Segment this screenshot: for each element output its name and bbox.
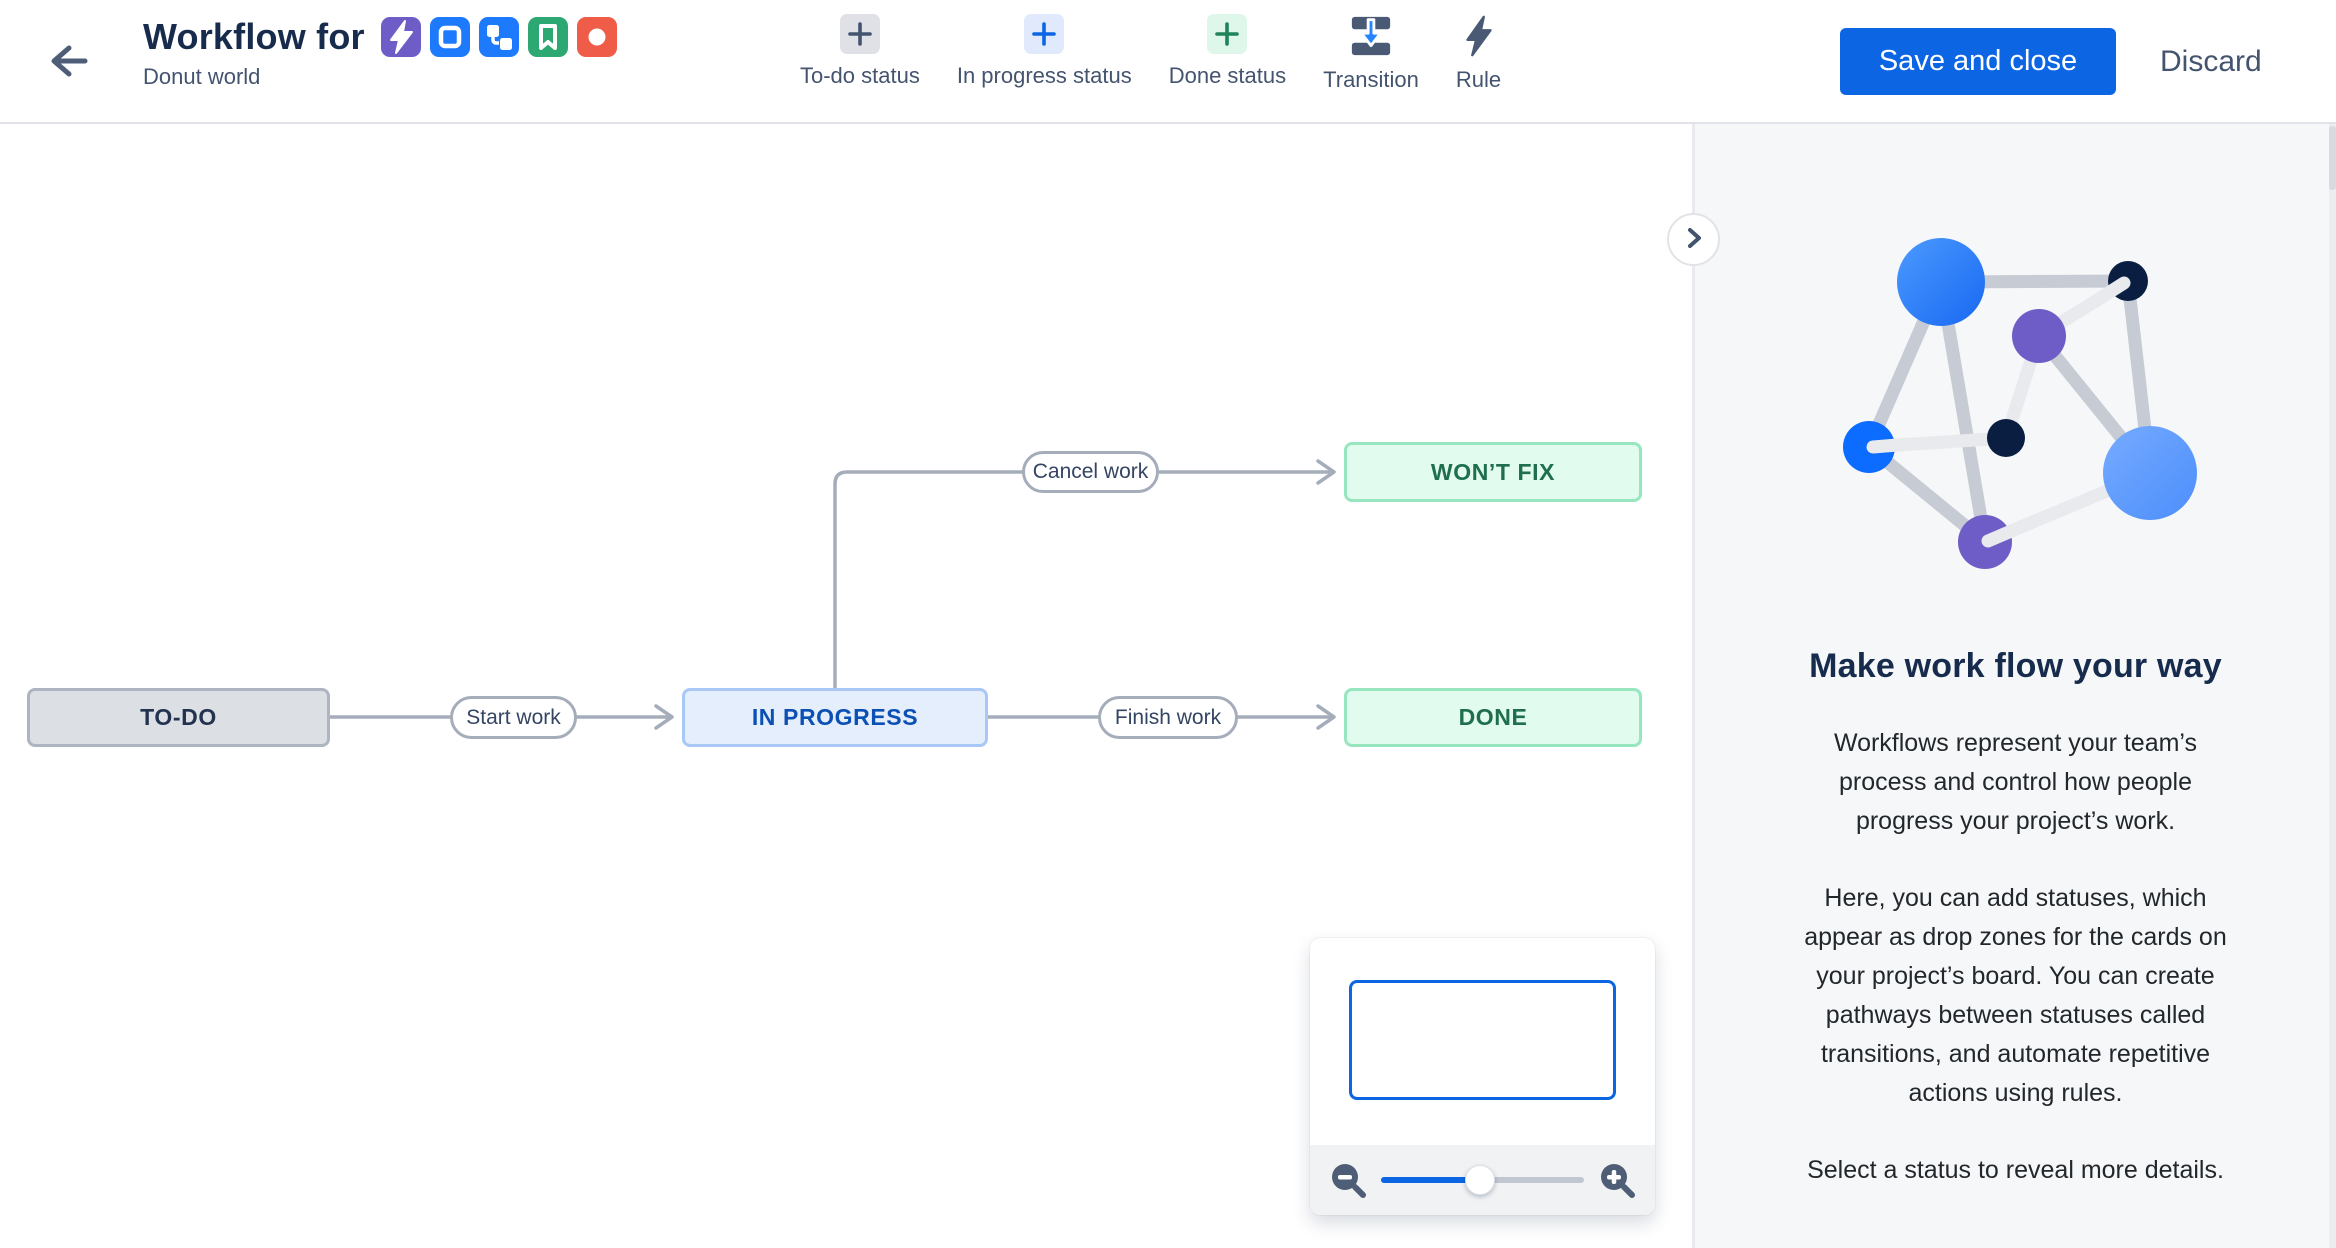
panel-scrollbar[interactable] — [2329, 124, 2336, 1248]
transition-icon — [1349, 14, 1393, 58]
tool-label: Transition — [1323, 67, 1419, 92]
minimap — [1310, 938, 1655, 1215]
subtask-icon — [478, 17, 519, 57]
tool-label: In progress status — [956, 63, 1132, 88]
zoom-controls — [1310, 1145, 1655, 1215]
task-icon — [429, 17, 470, 57]
lightning-icon — [1457, 14, 1501, 58]
save-and-close-button[interactable]: Save and close — [1840, 28, 2116, 95]
panel-heading: Make work flow your way — [1809, 647, 2222, 685]
status-node-wont-fix[interactable]: WON’T FIX — [1344, 442, 1642, 502]
issue-type-icons — [380, 17, 617, 57]
add-transition-button[interactable]: Transition — [1323, 14, 1419, 93]
add-inprogress-status-button[interactable]: In progress status — [957, 14, 1132, 93]
minimap-viewport[interactable] — [1349, 980, 1616, 1100]
network-illustration — [1843, 238, 2197, 569]
transition-pill-cancel-work[interactable]: Cancel work — [1022, 451, 1159, 493]
panel-scrollbar-thumb[interactable] — [2329, 126, 2336, 190]
panel-paragraph: Workflows represent your team’s process … — [1833, 729, 2198, 835]
zoom-in-icon — [1601, 1164, 1635, 1198]
transition-edges — [328, 459, 1336, 730]
tool-label: Done status — [1168, 63, 1287, 88]
status-node-todo[interactable]: TO-DO — [27, 688, 330, 747]
plus-icon-gray — [839, 14, 880, 54]
panel-copy: Workflows represent your team’s process … — [1790, 724, 2242, 1190]
discard-button[interactable]: Discard — [2128, 28, 2294, 95]
story-icon — [527, 17, 568, 57]
chevron-right-icon — [1679, 223, 1709, 256]
epic-icon — [380, 17, 421, 57]
page-title: Workflow for — [143, 16, 365, 57]
transition-pill-finish-work[interactable]: Finish work — [1098, 696, 1238, 739]
bug-icon — [576, 17, 617, 57]
zoom-out-icon — [1332, 1164, 1366, 1198]
panel-paragraph: Select a status to reveal more details. — [1807, 1156, 2224, 1184]
project-name: Donut world — [143, 64, 261, 89]
info-panel: Make work flow your way Workflows repres… — [1692, 124, 2336, 1248]
back-button[interactable] — [38, 34, 94, 90]
zoom-slider[interactable] — [1381, 1163, 1584, 1197]
title-block: Workflow for — [143, 16, 617, 90]
zoom-in-button[interactable] — [1596, 1159, 1638, 1201]
panel-paragraph: Here, you can add statuses, which appear… — [1804, 884, 2227, 1107]
tool-label: To-do status — [800, 63, 920, 88]
add-done-status-button[interactable]: Done status — [1169, 14, 1286, 93]
back-arrow-icon — [42, 37, 90, 88]
tool-label: Rule — [1455, 67, 1502, 92]
add-todo-status-button[interactable]: To-do status — [800, 14, 920, 93]
panel-collapse-button[interactable] — [1667, 213, 1720, 266]
add-rule-button[interactable]: Rule — [1456, 14, 1501, 93]
header: Workflow for — [0, 0, 2336, 124]
plus-icon-blue — [1024, 14, 1065, 54]
plus-icon-green — [1207, 14, 1248, 54]
transition-pill-start-work[interactable]: Start work — [450, 696, 577, 739]
toolbar: To-do status In progress status Done sta… — [800, 14, 1501, 93]
zoom-out-button[interactable] — [1327, 1159, 1369, 1201]
status-node-in-progress[interactable]: IN PROGRESS — [682, 688, 988, 747]
zoom-slider-fill — [1381, 1177, 1481, 1183]
status-node-done[interactable]: DONE — [1344, 688, 1642, 747]
zoom-slider-thumb[interactable] — [1465, 1165, 1496, 1195]
